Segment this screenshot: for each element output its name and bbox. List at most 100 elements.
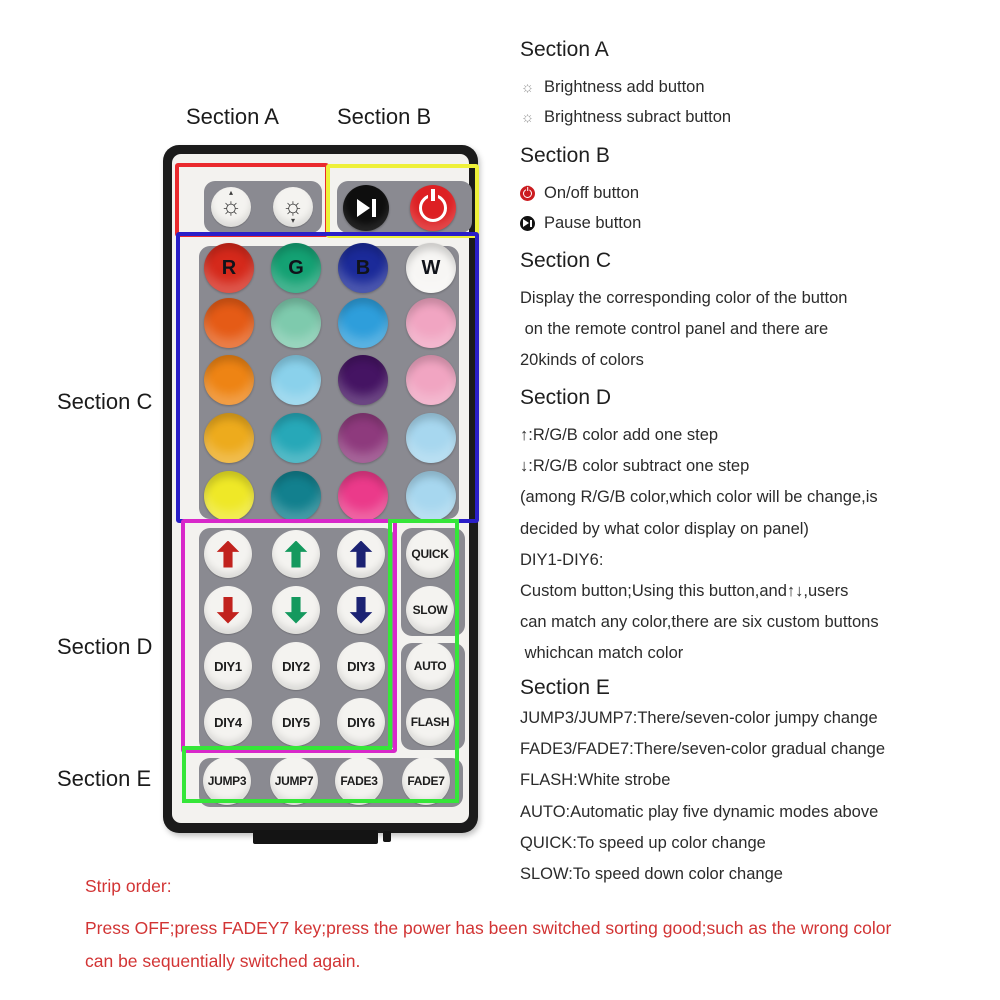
label-section-e: Section E <box>57 766 152 791</box>
body-line: FADE3/FADE7:There/seven-color gradual ch… <box>520 740 886 759</box>
red-down-arrow-button <box>204 586 252 634</box>
power-icon <box>520 185 535 201</box>
body-line: FLASH:White strobe <box>520 771 671 790</box>
button-label: DIY4 <box>214 714 242 730</box>
list-item: ☼ Brightness subract button <box>520 102 990 132</box>
brightness-add-icon: ▴ ☼ <box>220 188 242 220</box>
slow-button: SLOW <box>406 586 454 634</box>
diy3-button: DIY3 <box>337 642 385 690</box>
pause-button <box>343 185 389 231</box>
quick-button: QUICK <box>406 530 454 578</box>
fade7-button: FADE7 <box>402 757 450 805</box>
jump7-button: JUMP7 <box>270 757 318 805</box>
section-d-outline <box>181 519 397 753</box>
section-b-outline <box>326 164 479 238</box>
body-line: (among R/G/B color,which color will be c… <box>520 488 878 507</box>
button-label: SLOW <box>412 603 448 617</box>
button-label: DIY1 <box>214 658 242 674</box>
label-section-c: Section C <box>57 389 153 414</box>
body-line: decided by what color display on panel) <box>520 519 809 538</box>
section-c-heading: Section C <box>520 249 612 272</box>
blue-up-arrow-button <box>337 530 385 578</box>
button-label: JUMP3 <box>207 774 247 788</box>
text-section-c: Section C Display the corresponding colo… <box>520 249 990 377</box>
button-label: DIY2 <box>282 658 310 674</box>
diy5-button: DIY5 <box>272 698 320 746</box>
body-line: 20kinds of colors <box>520 351 644 370</box>
color-letter: B <box>355 256 371 279</box>
section-e-outline <box>182 519 459 803</box>
fade3-button: FADE3 <box>335 757 383 805</box>
color-button-r3c2 <box>271 355 321 405</box>
button-label: DIY6 <box>347 714 375 730</box>
strip-order-note: Strip order: Press OFF;press FADEY7 key;… <box>85 876 965 978</box>
brightness-subtract-icon: ☼ ▾ <box>282 193 304 225</box>
color-button-r5c4 <box>406 471 456 521</box>
battery-tab-nub <box>383 831 391 842</box>
color-button-r4c1 <box>204 413 254 463</box>
section-a-outline <box>175 163 329 237</box>
label-section-b: Section B <box>337 104 432 129</box>
color-button-r2c4 <box>406 298 456 348</box>
color-letter: G <box>288 256 304 279</box>
color-button-r5c3 <box>338 471 388 521</box>
body-line: QUICK:To speed up color change <box>520 833 766 852</box>
color-button-r5c1 <box>204 471 254 521</box>
brightness-subtract-icon: ☼ <box>520 108 535 126</box>
color-button-r4c4 <box>406 413 456 463</box>
green-down-arrow-button <box>272 586 320 634</box>
body-line: Display the corresponding color of the b… <box>520 289 848 307</box>
color-button-r3c1 <box>204 355 254 405</box>
label-section-a: Section A <box>186 104 279 129</box>
item-text: Brightness add button <box>544 77 705 96</box>
color-letter: W <box>421 256 441 279</box>
color-button-green: G <box>271 243 321 293</box>
remote-face: ▴ ☼ ☼ ▾ R G B W <box>172 154 472 823</box>
list-item: Pause button <box>520 208 990 238</box>
strip-order-line: can be sequentially switched again. <box>85 951 361 971</box>
color-button-red: R <box>204 243 254 293</box>
color-button-r5c2 <box>271 471 321 521</box>
body-line: ↑:R/G/B color add one step <box>520 426 719 444</box>
color-button-r2c2 <box>271 298 321 348</box>
section-c-outline <box>176 232 479 523</box>
item-text: On/off button <box>544 183 640 202</box>
brightness-add-button: ▴ ☼ <box>211 187 251 227</box>
battery-pull-tab <box>253 830 378 844</box>
jump3-button: JUMP3 <box>203 757 251 805</box>
body-line: AUTO:Automatic play five dynamic modes a… <box>520 802 879 821</box>
item-text: Brightness subract button <box>544 107 732 126</box>
text-section-d: Section D ↑:R/G/B color add one step ↓:R… <box>520 386 990 670</box>
diy4-button: DIY4 <box>204 698 252 746</box>
section-a-heading: Section A <box>520 38 609 61</box>
color-button-blue: B <box>338 243 388 293</box>
button-label: FLASH <box>410 715 450 729</box>
button-label: JUMP7 <box>274 774 314 788</box>
color-button-r2c1 <box>204 298 254 348</box>
strip-order-title: Strip order: <box>85 876 172 896</box>
remote-control: ▴ ☼ ☼ ▾ R G B W <box>163 145 478 833</box>
list-item: On/off button <box>520 178 990 208</box>
body-line: Custom button;Using this button,and↑↓,us… <box>520 582 849 601</box>
button-label: DIY3 <box>347 658 375 674</box>
color-button-r2c3 <box>338 298 388 348</box>
label-section-d: Section D <box>57 634 153 659</box>
text-section-a: Section A ☼ Brightness add button ☼ Brig… <box>520 38 990 132</box>
color-letter: R <box>221 256 237 279</box>
color-button-r3c3 <box>338 355 388 405</box>
button-label: FADE7 <box>407 774 445 788</box>
blue-down-arrow-button <box>337 586 385 634</box>
flash-button: FLASH <box>406 698 454 746</box>
color-button-r3c4 <box>406 355 456 405</box>
item-text: Pause button <box>544 213 642 232</box>
button-label: QUICK <box>411 547 449 561</box>
green-up-arrow-button <box>272 530 320 578</box>
list-item: ☼ Brightness add button <box>520 72 990 102</box>
brightness-add-icon: ☼ <box>520 78 535 96</box>
color-button-r4c2 <box>271 413 321 463</box>
body-line: ↓:R/G/B color subtract one step <box>520 457 750 476</box>
section-b-heading: Section B <box>520 144 610 167</box>
text-section-e: Section E JUMP3/JUMP7:There/seven-color … <box>520 676 990 890</box>
body-line: SLOW:To speed down color change <box>520 865 783 884</box>
